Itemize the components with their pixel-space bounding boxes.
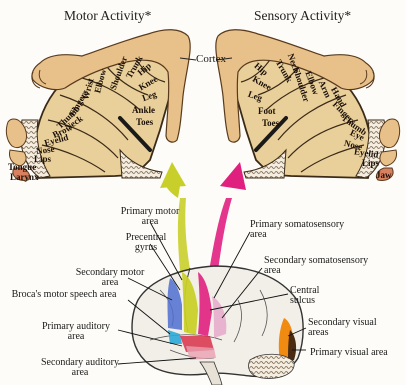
lateral-brain [132,266,303,385]
cortex-label: Cortex [196,54,226,64]
motor-activity-title: Motor Activity* [64,8,151,24]
sensory-activity-title: Sensory Activity* [254,8,351,24]
label-secondary-visual-areas: Secondary visual areas [308,318,386,338]
motor-label-toes: Toes [136,117,153,127]
label-primary-somatosensory-area: Primary somatosensory area [250,220,360,240]
motor-label-lips: Lips [34,154,51,164]
label-secondary-auditory-area: Secondary auditory area [40,358,120,378]
label-precentral-gyrus: Precentral gyrus [116,233,176,253]
label-primary-visual-area: Primary visual area [310,348,388,358]
sensory-label-foot: Foot [258,106,276,116]
motor-label-ankle: Ankle [132,105,155,115]
label-central-sulcus: Central sulcus [290,286,340,306]
sensory-label-lips: Lips [362,158,379,168]
label-brocas-area: Broca's motor speech area [2,290,126,300]
motor-label-tongue: Tongue [8,162,36,172]
label-primary-auditory-area: Primary auditory area [36,322,116,342]
label-secondary-motor-area: Secondary motor area [70,268,150,288]
motor-label-larynx: Larynx [10,172,39,182]
label-primary-motor-area: Primary motor area [112,207,188,227]
sensory-label-jaw: Jaw [376,170,392,180]
label-secondary-somatosensory-area: Secondary somatosensory area [264,256,384,276]
sensory-label-toes: Toes [262,118,279,128]
